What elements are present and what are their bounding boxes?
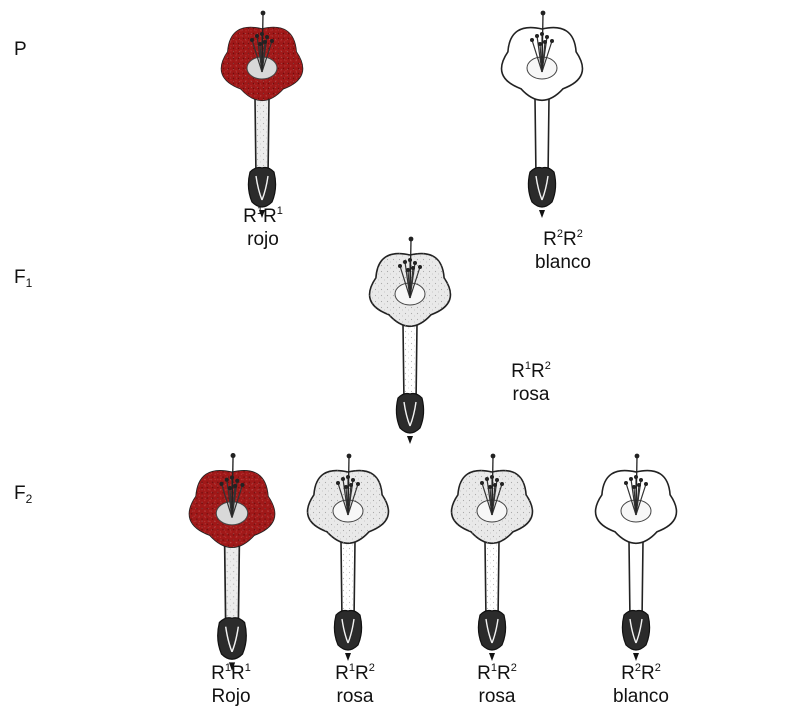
flower-label-f2-red: R1R1 Rojo — [166, 662, 296, 709]
flower-label-f1-pink: R1R2 rosa — [466, 360, 596, 407]
flower-red — [222, 11, 303, 218]
flower-white — [596, 454, 677, 661]
phenotype-label: rosa — [466, 384, 596, 407]
genotype-label: R2R2 — [576, 662, 706, 686]
generation-label-p: P — [14, 40, 27, 61]
phenotype-label: rosa — [432, 686, 562, 709]
flower-label-p-white: R2R2 blanco — [498, 228, 628, 275]
phenotype-label: Rojo — [166, 686, 296, 709]
flower-white — [502, 11, 583, 218]
genotype-label: R1R1 — [198, 205, 328, 229]
generation-label-f1: F1 — [14, 268, 32, 289]
phenotype-label: rosa — [290, 686, 420, 709]
genotype-label: R1R2 — [432, 662, 562, 686]
phenotype-label: rojo — [198, 229, 328, 252]
flower-label-f2-white: R2R2 blanco — [576, 662, 706, 709]
genotype-label: R1R2 — [466, 360, 596, 384]
flower-pink — [308, 454, 389, 661]
flower-label-f2-pink-2: R1R2 rosa — [432, 662, 562, 709]
genotype-label: R2R2 — [498, 228, 628, 252]
flower-label-f2-pink-1: R1R2 rosa — [290, 662, 420, 709]
generation-label-f2: F2 — [14, 484, 32, 505]
phenotype-label: blanco — [498, 252, 628, 275]
genotype-label: R1R2 — [290, 662, 420, 686]
flower-pink — [452, 454, 533, 661]
phenotype-label: blanco — [576, 686, 706, 709]
genotype-label: R1R1 — [166, 662, 296, 686]
flower-red — [189, 453, 274, 671]
flower-pink — [370, 237, 451, 444]
flower-label-p-red: R1R1 rojo — [198, 205, 328, 252]
